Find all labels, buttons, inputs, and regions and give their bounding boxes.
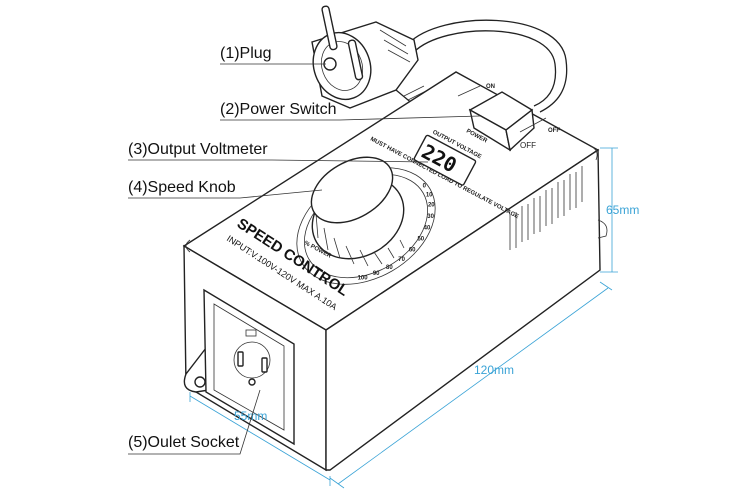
outlet-socket	[203, 288, 295, 446]
dial-mark: 90	[373, 271, 380, 277]
dial-mark: 20	[428, 203, 435, 209]
dial-mark: 80	[386, 265, 393, 271]
callout-output-voltmeter: (3)Output Voltmeter	[128, 141, 429, 163]
dial-mark: 10	[426, 192, 433, 198]
callout-power-switch: (2)Power Switch	[220, 101, 481, 121]
switch-on-label: ON	[486, 84, 495, 90]
dial-mark: 100	[358, 275, 369, 281]
dial-mark: 0	[423, 183, 427, 189]
callout-outlet-socket: (5)Oulet Socket	[128, 389, 261, 455]
power-cord	[407, 19, 568, 113]
switch-off-label: OFF	[548, 128, 560, 134]
callout-output-voltmeter-label: (3)Output Voltmeter	[128, 141, 268, 158]
callout-speed-knob: (4)Speed Knob	[128, 179, 323, 199]
callout-speed-knob-label: (4)Speed Knob	[128, 179, 236, 196]
switch-off-small-label: OFF	[520, 141, 536, 150]
callout-power-switch-label: (2)Power Switch	[220, 101, 336, 118]
callout-outlet-socket-label: (5)Oulet Socket	[128, 434, 240, 451]
height-dimension-label: 65mm	[606, 203, 639, 217]
dimension-lines	[189, 147, 618, 489]
callout-plug: (1)Plug	[220, 45, 326, 65]
dial-mark: 40	[424, 225, 431, 231]
dial-mark: 60	[409, 247, 416, 253]
dial-mark: 50	[417, 237, 424, 243]
length-dimension-label: 120mm	[474, 363, 514, 377]
dial-mark: 30	[427, 214, 434, 220]
callout-plug-label: (1)Plug	[220, 45, 272, 62]
plug-drawing	[311, 5, 441, 111]
dial-mark: 70	[398, 257, 405, 263]
width-dimension-label: 55mm	[234, 409, 267, 423]
